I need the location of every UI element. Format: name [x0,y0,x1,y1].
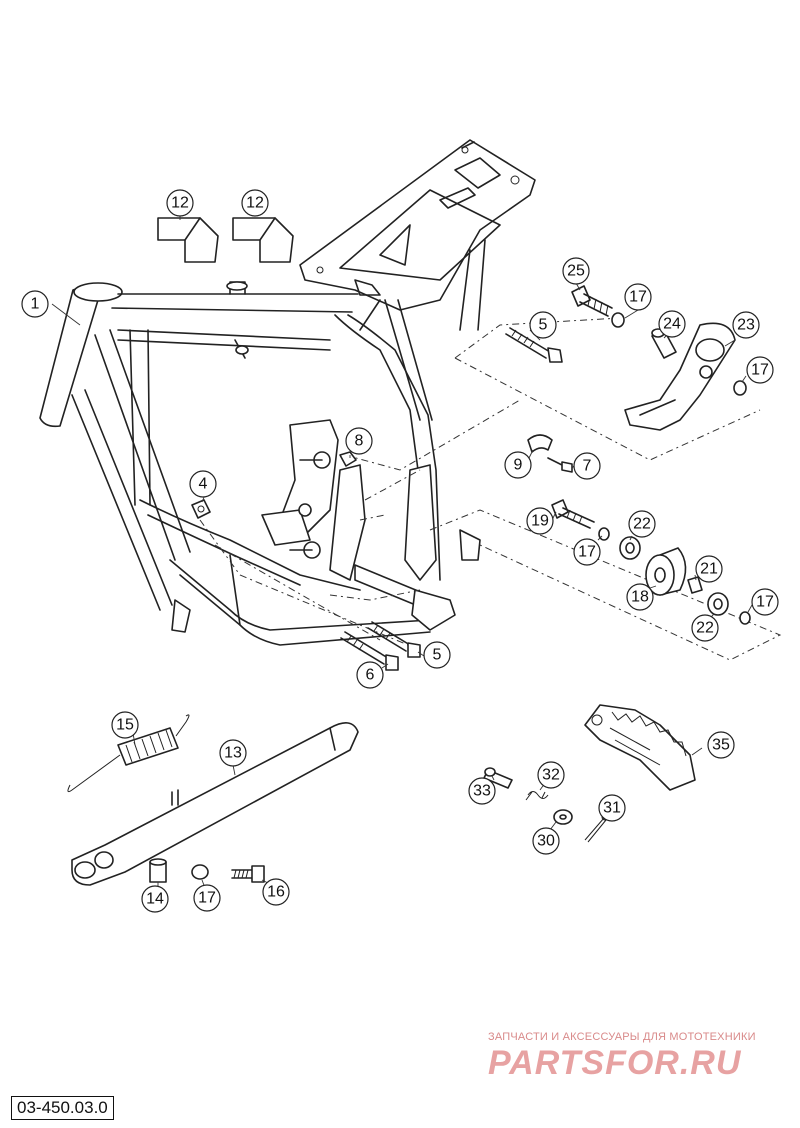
svg-text:17: 17 [578,544,596,561]
svg-text:30: 30 [537,833,555,850]
callout-12: 12 [241,189,269,217]
part-21-spacer [687,576,703,594]
svg-text:5: 5 [539,317,548,334]
svg-text:15: 15 [116,717,134,734]
svg-text:32: 32 [542,767,560,784]
part-19-bolt [551,499,595,529]
callout-17: 17 [746,356,774,384]
callout-23: 23 [732,311,760,339]
callout-17: 17 [193,884,221,912]
svg-text:1: 1 [31,296,40,313]
svg-text:6: 6 [366,667,375,684]
svg-text:14: 14 [146,891,164,908]
watermark-tagline: ЗАПЧАСТИ И АКСЕССУАРЫ ДЛЯ МОТОТЕХНИКИ [488,1031,756,1043]
svg-text:17: 17 [198,890,216,907]
svg-text:17: 17 [629,289,647,306]
part-35-footpeg [584,704,696,791]
part-22-bearing-upper [619,536,641,560]
callout-12: 12 [166,189,194,217]
svg-text:7: 7 [583,458,592,475]
callout-17: 17 [573,538,601,566]
callout-13: 13 [219,739,247,767]
svg-text:24: 24 [663,316,681,333]
callout-22: 22 [691,614,719,642]
part-22-bearing-lower [707,592,729,616]
assembly-leader-lines [199,317,782,661]
callout-1: 1 [21,290,49,318]
callout-25: 25 [562,257,590,285]
part-17-washer-stand [191,864,209,880]
svg-text:23: 23 [737,317,755,334]
part-18-roller [645,547,687,596]
part-7-bolt [547,457,573,473]
callout-32: 32 [537,761,565,789]
part-16-bolt [231,865,265,883]
callout-7: 7 [573,452,601,480]
svg-text:17: 17 [756,594,774,611]
svg-text:31: 31 [603,800,621,817]
svg-text:33: 33 [473,783,491,800]
callout-33: 33 [468,777,496,805]
callout-17: 17 [624,283,652,311]
part-33-pin [483,767,513,789]
svg-text:13: 13 [224,745,242,762]
callout-5: 5 [529,311,557,339]
part-15-spring [67,714,190,793]
part-32-spring [525,791,549,801]
part-8-nut [339,451,357,467]
svg-text:16: 16 [267,884,285,901]
callouts: 1 12 12 25 17 5 24 23 17 8 4 9 7 19 22 1… [21,189,779,913]
svg-text:22: 22 [633,516,651,533]
callout-24: 24 [658,310,686,338]
frame-drawing [39,139,536,646]
callout-17: 17 [751,588,779,616]
svg-text:25: 25 [567,263,585,280]
callout-6: 6 [356,661,384,689]
part-23-brake-pedal [624,322,736,431]
callout-14: 14 [141,885,169,913]
svg-text:5: 5 [433,647,442,664]
part-17-washer-right [733,380,747,396]
callout-35: 35 [707,731,735,759]
part-17-washer-mid [598,527,610,541]
part-9-clip [527,434,553,453]
part-5-bolt-upper [505,327,563,363]
callout-5: 5 [423,641,451,669]
callout-4: 4 [189,470,217,498]
callout-21: 21 [695,555,723,583]
part-5-bolt-lower [367,621,421,658]
svg-text:17: 17 [751,362,769,379]
callout-30: 30 [532,827,560,855]
callout-8: 8 [345,427,373,455]
part-17-washer-upper [611,312,625,328]
svg-text:35: 35 [712,737,730,754]
svg-text:18: 18 [631,589,649,606]
part-25-bolt [571,285,613,317]
callout-16: 16 [262,878,290,906]
part-12-guard-left [157,217,219,263]
callout-15: 15 [111,711,139,739]
svg-text:21: 21 [700,561,718,578]
part-30-washer [553,809,573,825]
diagram-code-label: 03-450.03.0 [11,1096,114,1120]
callout-19: 19 [526,507,554,535]
part-17-washer-lower [739,611,751,625]
callout-18: 18 [626,583,654,611]
callout-9: 9 [504,451,532,479]
part-14-bushing [149,858,167,883]
svg-text:19: 19 [531,513,549,530]
watermark-logo: PARTSFOR.RU [488,1044,742,1082]
svg-text:12: 12 [171,195,189,212]
part-13-side-stand [71,722,359,886]
svg-text:9: 9 [514,457,523,474]
svg-text:12: 12 [246,195,264,212]
svg-text:4: 4 [199,476,208,493]
svg-text:22: 22 [696,620,714,637]
callout-31: 31 [598,794,626,822]
svg-text:8: 8 [355,433,364,450]
callout-22: 22 [628,510,656,538]
part-12-guard-right [232,217,294,263]
part-4-nut [191,499,211,519]
